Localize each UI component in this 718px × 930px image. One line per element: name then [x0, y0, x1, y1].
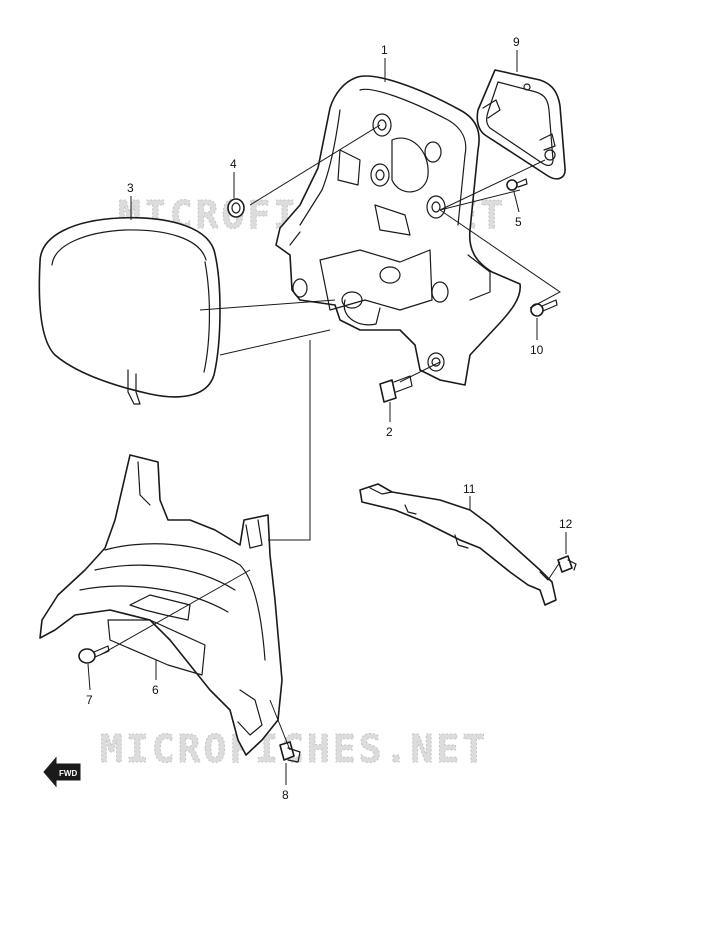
callout-1: 1 — [381, 43, 388, 57]
callout-11: 11 — [463, 482, 476, 496]
callout-6: 6 — [152, 683, 159, 697]
part-3-backrest-pad[interactable] — [38, 216, 221, 405]
fwd-label: FWD — [59, 769, 77, 778]
callout-2: 2 — [386, 425, 393, 439]
callout-leaders — [87, 50, 567, 785]
watermark-bottom: MICROFICHES.NET — [100, 727, 488, 771]
callout-numbers: 1 2 3 4 5 6 7 8 9 10 11 12 — [86, 35, 573, 802]
callout-9: 9 — [513, 35, 520, 49]
part-5-screw[interactable] — [506, 178, 528, 191]
part-9-cover-frame[interactable] — [476, 69, 566, 180]
assembly-lines — [99, 124, 561, 751]
part-7-screw[interactable] — [78, 645, 110, 664]
callout-5: 5 — [515, 215, 522, 229]
callout-10: 10 — [530, 343, 544, 357]
part-2-bolt[interactable] — [379, 375, 413, 403]
part-4-grommet[interactable] — [227, 198, 245, 218]
part-6-lower-cover[interactable] — [39, 454, 283, 756]
callout-8: 8 — [282, 788, 289, 802]
part-11-stay-bracket[interactable] — [359, 483, 557, 606]
callout-12: 12 — [559, 517, 573, 531]
callout-4: 4 — [230, 157, 237, 171]
callout-7: 7 — [86, 693, 93, 707]
callout-3: 3 — [127, 181, 134, 195]
part-12-bolt[interactable] — [557, 555, 577, 573]
part-10-tapping-screw[interactable] — [530, 299, 558, 317]
fwd-arrow-icon: FWD — [43, 756, 81, 788]
part-1-backrest-bracket[interactable] — [275, 75, 521, 386]
